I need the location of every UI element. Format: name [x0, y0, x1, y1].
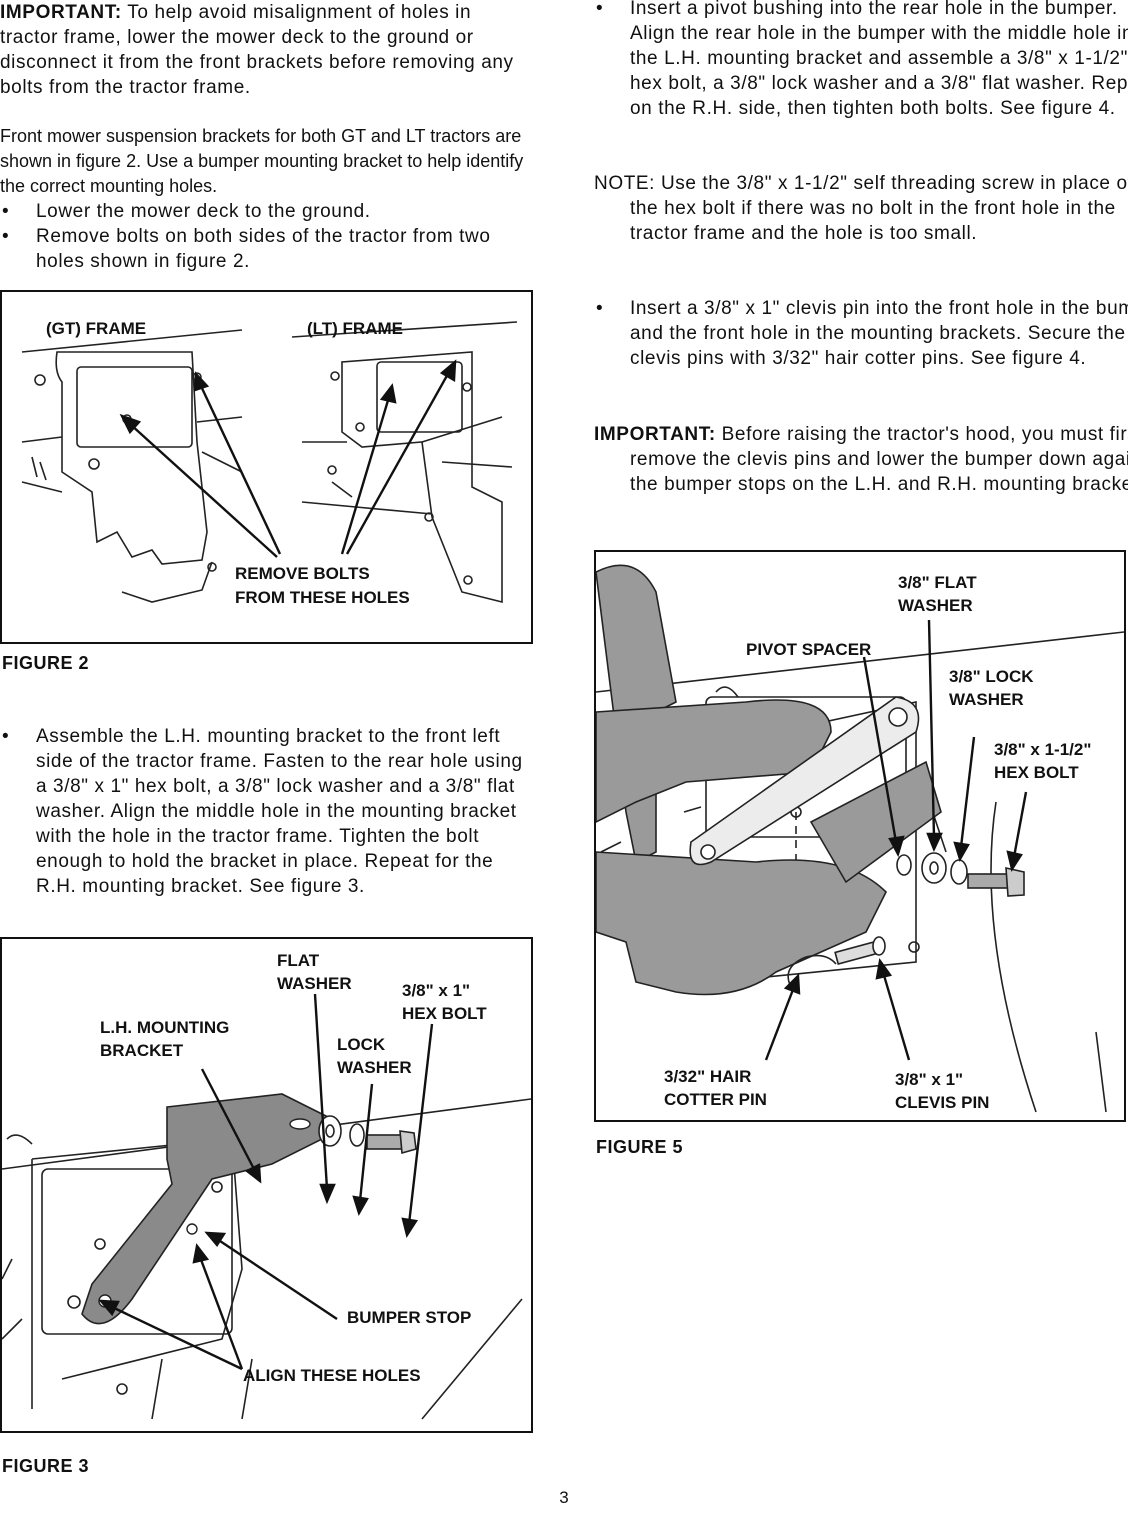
fig5-lock-size-label: 3/8" LOCK — [949, 667, 1034, 686]
list-item-text: Lower the mower deck to the ground. — [36, 201, 371, 222]
fig3-lock-label: LOCK — [337, 1035, 386, 1054]
fig3-flat-label: FLAT — [277, 951, 320, 970]
figure-2-illustration — [21, 321, 518, 604]
list-item-text: Assemble the L.H. mounting bracket to th… — [36, 726, 523, 897]
bullet-glyph: • — [596, 298, 604, 319]
important-label: IMPORTANT: — [594, 424, 716, 445]
intro-paragraph: Front mower suspension brackets for both… — [0, 126, 524, 196]
important-label: IMPORTANT: — [0, 2, 122, 23]
figure-5-caption: FIGURE 5 — [596, 1137, 684, 1157]
list-item: • Assemble the L.H. mounting bracket to … — [0, 724, 530, 899]
note-text: Use the 3/8" x 1-1/2" self threading scr… — [630, 173, 1128, 244]
important-paragraph-left: IMPORTANT: To help avoid misalignment of… — [0, 0, 525, 100]
bullet-glyph: • — [596, 0, 604, 19]
fig3-lock-washer-label: WASHER — [337, 1058, 412, 1077]
fig5-clevis-pin-label: CLEVIS PIN — [895, 1093, 990, 1112]
fig3-washer-label: WASHER — [277, 974, 352, 993]
bullet-list-b: • Assemble the L.H. mounting bracket to … — [0, 724, 530, 899]
fig3-bracket-label: BRACKET — [100, 1041, 184, 1060]
page-number: 3 — [559, 1488, 569, 1507]
figure-2-caption: FIGURE 2 — [2, 653, 90, 673]
fig5-hex-size-label: 3/8" x 1-1/2" — [994, 740, 1092, 759]
from-holes-label: FROM THESE HOLES — [235, 588, 410, 607]
figure-3-box: FLAT WASHER 3/8" x 1" HEX BOLT L.H. MOUN… — [0, 937, 533, 1433]
fig5-flat-washer-label: WASHER — [898, 596, 973, 615]
fig5-lock-washer-label: WASHER — [949, 690, 1024, 709]
fig3-lh-mounting-label: L.H. MOUNTING — [100, 1018, 230, 1037]
fig3-hex-size-label: 3/8" x 1" — [402, 981, 471, 1000]
list-item: • Lower the mower deck to the ground. — [0, 199, 525, 224]
lt-frame-label: (LT) FRAME — [307, 319, 403, 338]
important-paragraph-right: IMPORTANT: Before raising the tractor's … — [594, 422, 1128, 497]
figure-2-box: (GT) FRAME (LT) FRAME REMOVE BOLTS FROM … — [0, 290, 533, 644]
fig5-hex-bolt-label: HEX BOLT — [994, 763, 1079, 782]
fig5-pivot-spacer-label: PIVOT SPACER — [746, 640, 872, 659]
fig3-align-holes-label: ALIGN THESE HOLES — [243, 1366, 421, 1385]
list-item: • Insert a pivot bushing into the rear h… — [594, 0, 1128, 121]
list-item-text: Insert a 3/8" x 1" clevis pin into the f… — [630, 298, 1128, 369]
important-text: Before raising the tractor's hood, you m… — [630, 424, 1128, 495]
gt-frame-label: (GT) FRAME — [46, 319, 147, 338]
figure-3-illustration — [2, 993, 531, 1420]
bullet-glyph: • — [2, 226, 10, 247]
list-item: • Insert a 3/8" x 1" clevis pin into the… — [594, 296, 1128, 371]
important-text: To help avoid misalignment of holes in t… — [0, 2, 514, 98]
fig5-cotter-pin-label: COTTER PIN — [664, 1090, 767, 1109]
bullet-list-a: • Lower the mower deck to the ground. • … — [0, 199, 525, 274]
figure-5-box: 3/8" FLAT WASHER PIVOT SPACER 3/8" LOCK … — [594, 550, 1126, 1122]
list-item-text: Insert a pivot bushing into the rear hol… — [630, 0, 1128, 119]
list-item-text: Remove bolts on both sides of the tracto… — [36, 226, 491, 272]
fig5-clevis-size-label: 3/8" x 1" — [895, 1070, 964, 1089]
fig3-bumper-stop-label: BUMPER STOP — [347, 1308, 472, 1327]
fig3-hex-bolt-label: HEX BOLT — [402, 1004, 487, 1023]
fig5-hair-size-label: 3/32" HAIR — [664, 1067, 752, 1086]
remove-bolts-label: REMOVE BOLTS — [235, 564, 370, 583]
note-label: NOTE: — [594, 173, 656, 194]
figure-5-illustration — [596, 564, 1124, 1113]
bullet-glyph: • — [2, 201, 10, 222]
note-paragraph: NOTE: Use the 3/8" x 1-1/2" self threadi… — [594, 171, 1128, 246]
bullet-glyph: • — [2, 726, 10, 747]
list-item: • Remove bolts on both sides of the trac… — [0, 224, 525, 274]
fig5-flat-size-label: 3/8" FLAT — [898, 573, 977, 592]
figure-3-caption: FIGURE 3 — [2, 1456, 90, 1476]
